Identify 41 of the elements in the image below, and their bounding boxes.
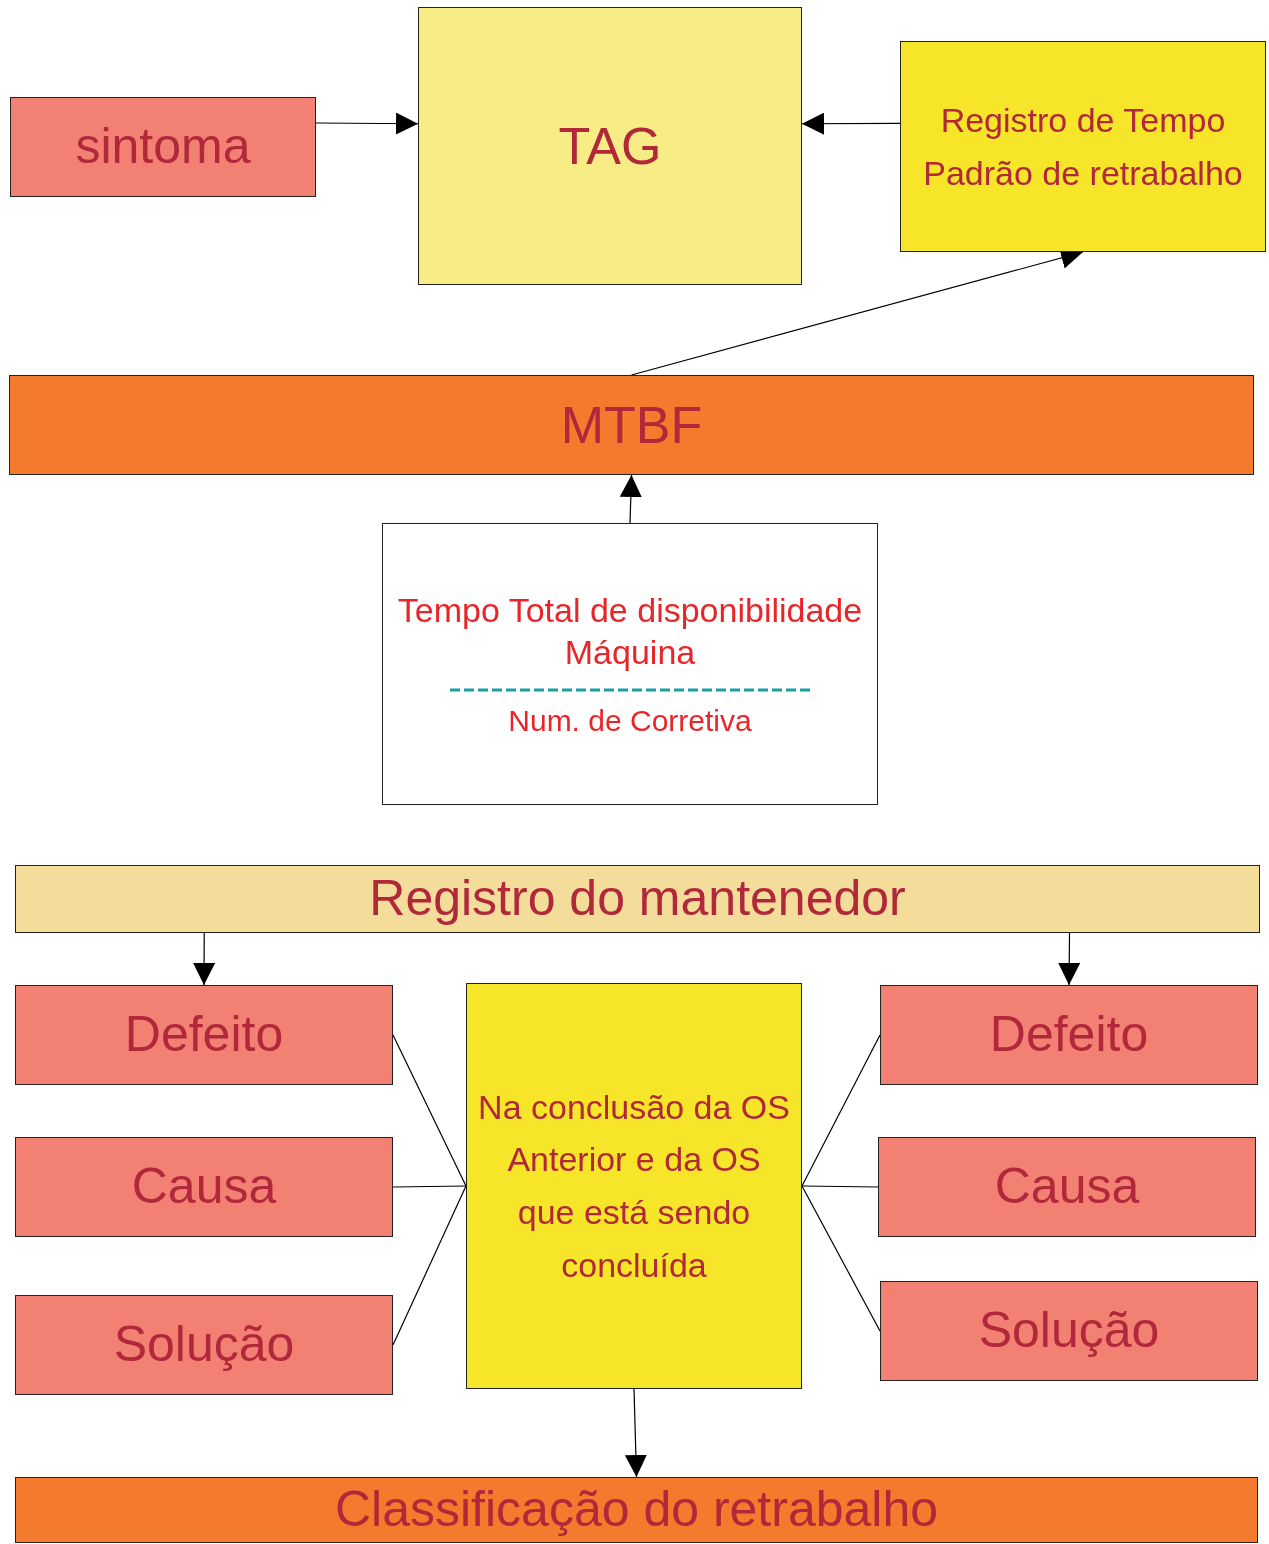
arrow — [315, 112, 419, 135]
box-label: Classificação do retrabalho — [334, 1480, 939, 1540]
box-label: Causa — [131, 1157, 277, 1217]
process-box — [15, 1295, 393, 1395]
box-label: Causa — [994, 1157, 1140, 1217]
connector-line — [801, 1185, 879, 1188]
connector-line — [801, 1034, 881, 1187]
arrow — [619, 474, 642, 524]
numerator-text: Tempo Total de disponibilidade Máquina — [396, 589, 864, 674]
note-box — [900, 41, 1266, 252]
bar-box — [15, 1477, 1258, 1543]
arrow — [624, 1388, 647, 1478]
bar-box — [9, 375, 1254, 475]
box-label: Registro de Tempo Padrão de retrabalho — [922, 99, 1244, 194]
box-label: MTBF — [560, 394, 703, 456]
arrow — [1058, 932, 1081, 986]
connector-line — [392, 1034, 467, 1187]
header-box — [15, 865, 1260, 933]
process-box — [15, 1137, 393, 1237]
box-label: Registro do mantenedor — [369, 869, 906, 929]
box-label: Solução — [113, 1315, 295, 1375]
process-box — [15, 985, 393, 1085]
note-box — [466, 983, 802, 1389]
connector-line — [392, 1185, 467, 1346]
arrow — [801, 112, 901, 135]
process-box — [878, 1137, 1256, 1237]
connector-line — [392, 1185, 467, 1188]
arrow — [193, 932, 216, 986]
box-label: Na conclusão da OS Anterior e da OS que está sendo concluída — [477, 1086, 791, 1286]
box-label: Defeito — [989, 1005, 1149, 1065]
formula-box — [382, 523, 878, 805]
process-box — [10, 97, 316, 197]
process-box — [880, 985, 1258, 1085]
process-box — [418, 7, 802, 285]
box-label: Solução — [978, 1301, 1160, 1361]
box-label: sintoma — [75, 117, 251, 177]
box-label: Defeito — [124, 1005, 284, 1065]
connector-line — [801, 1185, 881, 1332]
box-label: TAG — [558, 115, 662, 177]
denominator-text: Num. de Corretiva — [508, 702, 752, 739]
process-box — [880, 1281, 1258, 1381]
